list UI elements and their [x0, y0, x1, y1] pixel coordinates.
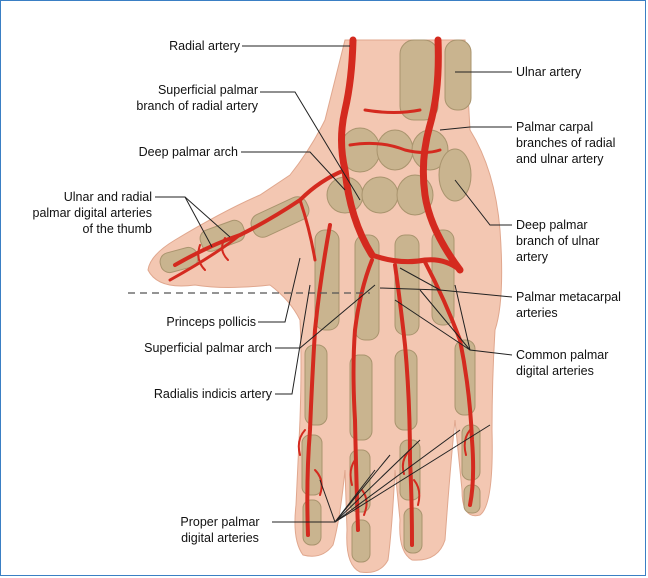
label-line: branches of radial [516, 135, 615, 151]
label-superficial-palmar-arch: Superficial palmar arch [100, 340, 272, 356]
label-princeps-pollicis: Princeps pollicis [120, 314, 256, 330]
label-line: branch of radial artery [80, 98, 258, 114]
label-line: Common palmar [516, 347, 608, 363]
label-radialis-indicis: Radialis indicis artery [110, 386, 272, 402]
label-palmar-carpal-branches: Palmar carpal branches of radial and uln… [516, 119, 615, 167]
label-common-palmar-digital: Common palmar digital arteries [516, 347, 608, 379]
label-line: palmar digital arteries [4, 205, 152, 221]
label-superficial-palmar-branch: Superficial palmar branch of radial arte… [80, 82, 258, 114]
label-line: artery [516, 249, 599, 265]
label-line: of the thumb [4, 221, 152, 237]
label-line: branch of ulnar [516, 233, 599, 249]
label-thumb-arteries: Ulnar and radial palmar digital arteries… [4, 189, 152, 237]
label-ulnar-artery: Ulnar artery [516, 64, 581, 80]
label-line: Ulnar and radial [4, 189, 152, 205]
label-radial-artery: Radial artery [140, 38, 240, 54]
label-deep-palmar-branch-ulnar: Deep palmar branch of ulnar artery [516, 217, 599, 265]
label-line: Palmar carpal [516, 119, 615, 135]
label-line: Palmar metacarpal [516, 289, 621, 305]
label-palmar-metacarpal: Palmar metacarpal arteries [516, 289, 621, 321]
label-line: Proper palmar [170, 514, 270, 530]
label-deep-palmar-arch: Deep palmar arch [100, 144, 238, 160]
label-line: Superficial palmar [80, 82, 258, 98]
label-line: Deep palmar [516, 217, 599, 233]
label-line: digital arteries [170, 530, 270, 546]
label-line: arteries [516, 305, 621, 321]
label-line: digital arteries [516, 363, 608, 379]
label-line: and ulnar artery [516, 151, 615, 167]
label-proper-palmar-digital: Proper palmar digital arteries [170, 514, 270, 546]
